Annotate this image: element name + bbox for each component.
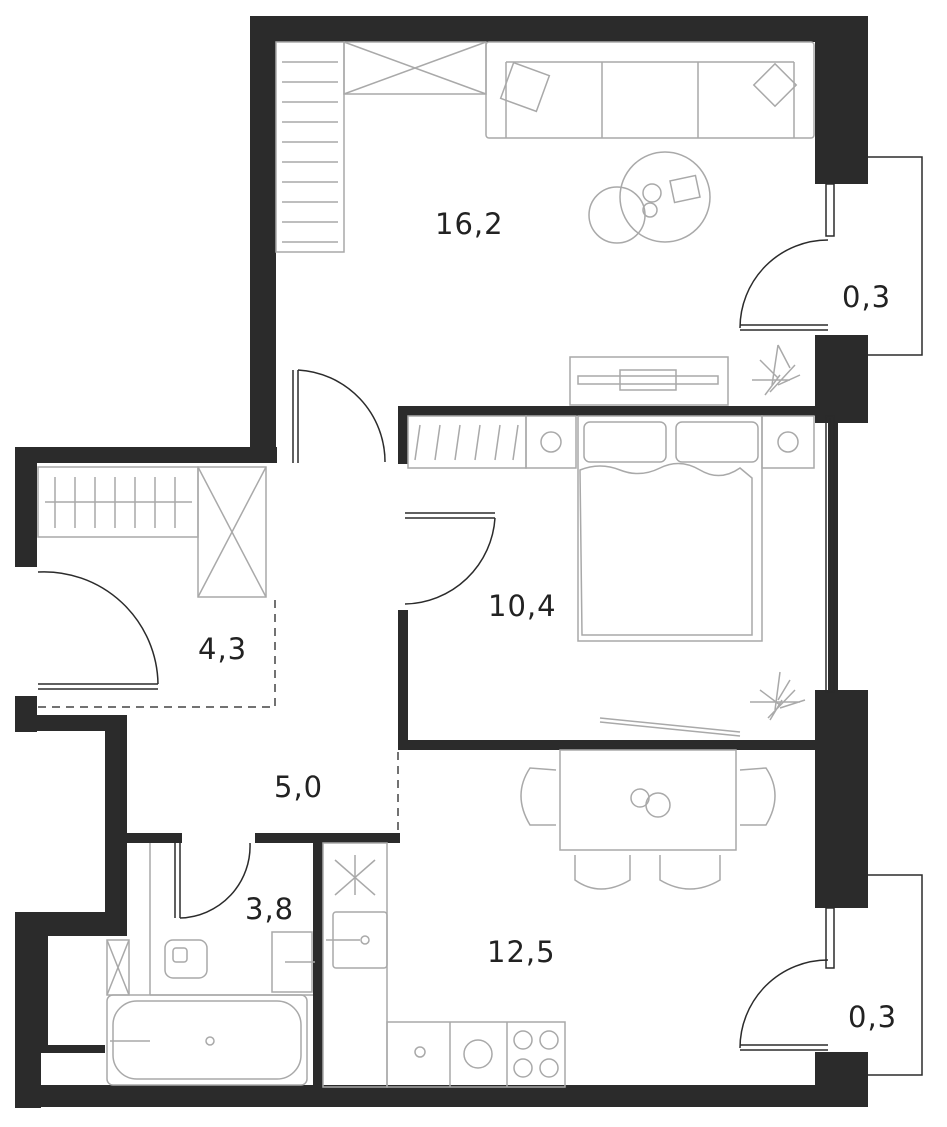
doors	[37, 239, 829, 1051]
furniture	[37, 41, 815, 1088]
kitchen-area: 12,5	[487, 935, 556, 969]
entrance-wardrobe	[37, 466, 267, 598]
coffee-tables	[588, 151, 711, 244]
living-room-area: 16,2	[435, 207, 504, 241]
bedroom-wardrobe	[407, 415, 527, 469]
bathroom-area: 3,8	[245, 892, 295, 926]
balconies	[868, 156, 923, 1076]
nightstands	[525, 415, 815, 469]
walls	[15, 16, 868, 1108]
hallway-area: 5,0	[274, 770, 324, 804]
balcony-bottom-area: 0,3	[848, 1000, 898, 1034]
balcony-top-area: 0,3	[842, 280, 892, 314]
entrance-area: 4,3	[198, 632, 248, 666]
windows	[825, 183, 835, 969]
tv-stand	[569, 356, 729, 406]
dining-set	[520, 749, 776, 890]
sofa	[485, 41, 815, 139]
bedroom-area: 10,4	[488, 589, 557, 623]
zone-boundaries	[38, 595, 399, 835]
plants	[750, 344, 806, 721]
living-cabinet	[343, 41, 487, 95]
bathroom-fixtures	[106, 843, 315, 1086]
kitchen-units	[322, 842, 566, 1088]
living-wardrobe	[275, 41, 345, 253]
bed	[577, 415, 763, 642]
bedroom-tv	[599, 717, 741, 737]
